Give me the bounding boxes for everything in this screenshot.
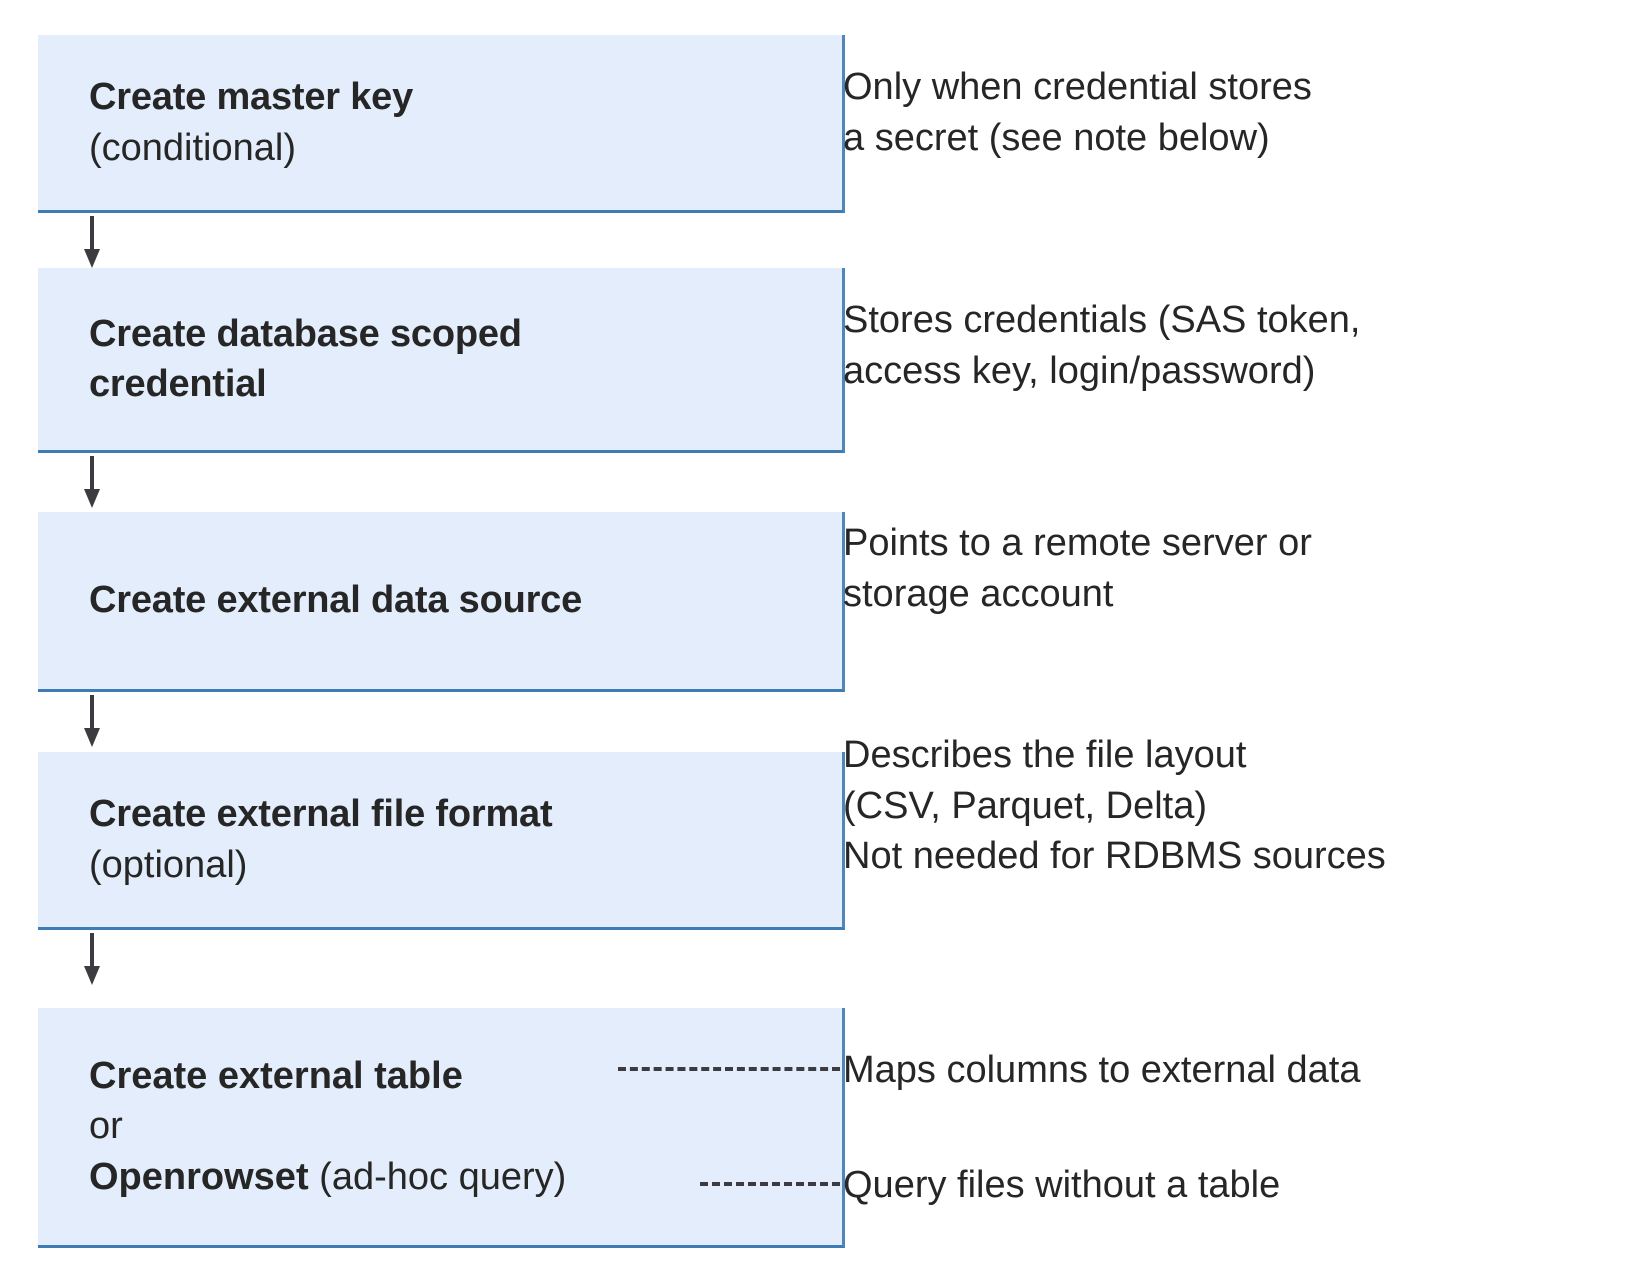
arrow-down-icon-3 [84, 695, 100, 747]
note-line: a secret (see note below) [843, 116, 1270, 159]
dashed-connector-openrowset [700, 1182, 840, 1186]
step-title-create-master-key: Create master key [89, 76, 414, 119]
step-box-create-external-file-format[interactable]: Create external file format (optional) [38, 752, 845, 930]
dashed-connector-create-external-table [618, 1067, 840, 1071]
step-box-create-database-scoped-credential[interactable]: Create database scoped credential [38, 268, 845, 453]
step-title-line1-create-database-scoped-credential: Create database scoped [89, 312, 522, 355]
note-line: Stores credentials (SAS token, [843, 299, 1361, 341]
note-line: Query files without a table [843, 1164, 1281, 1206]
step-box-create-external-data-source[interactable]: Create external data source [38, 512, 845, 692]
step-connector-or: or [89, 1101, 832, 1151]
note-line: (CSV, Parquet, Delta) [843, 784, 1207, 827]
note-line: Points to a remote server or [843, 522, 1312, 564]
step-title-create-external-file-format: Create external file format [89, 793, 553, 836]
step-title-text-create-external-table: Create external table [89, 1055, 463, 1098]
note-line: Not needed for RDBMS sources [843, 835, 1386, 878]
or-label: or [89, 1105, 123, 1148]
note-line: access key, login/password) [843, 349, 1316, 392]
step-title-create-external-table: Create external table [89, 1051, 832, 1101]
step-subtitle-create-master-key: (conditional) [89, 126, 296, 169]
note-line: Maps columns to external data [843, 1049, 1361, 1091]
note-create-external-table: Maps columns to external data [843, 1045, 1633, 1096]
arrow-down-icon-4 [84, 933, 100, 985]
note-create-database-scoped-credential: Stores credentials (SAS token, access ke… [843, 295, 1633, 396]
note-create-external-file-format: Describes the file layout (CSV, Parquet,… [843, 730, 1633, 882]
step-title-openrowset: Openrowset (ad-hoc query) [89, 1152, 832, 1202]
arrow-down-icon-2 [84, 456, 100, 508]
step-box-create-external-table-or-openrowset[interactable]: Create external table or Openrowset (ad-… [38, 1008, 845, 1248]
step-title-create-external-data-source: Create external data source [89, 579, 583, 622]
note-create-master-key: Only when credential stores a secret (se… [843, 62, 1633, 163]
step-subtitle-create-external-file-format: (optional) [89, 843, 248, 886]
note-line: Describes the file layout [843, 734, 1247, 776]
note-line: Only when credential stores [843, 66, 1312, 108]
note-openrowset: Query files without a table [843, 1160, 1633, 1211]
note-create-external-data-source: Points to a remote server or storage acc… [843, 518, 1633, 619]
note-line: storage account [843, 572, 1114, 615]
step-title-text-openrowset: Openrowset [89, 1155, 309, 1198]
arrow-down-icon-1 [84, 216, 100, 268]
step-title-qualifier-openrowset: (ad-hoc query) [308, 1155, 567, 1198]
step-title-line2-create-database-scoped-credential: credential [89, 363, 267, 405]
step-box-create-master-key[interactable]: Create master key (conditional) [38, 35, 845, 213]
